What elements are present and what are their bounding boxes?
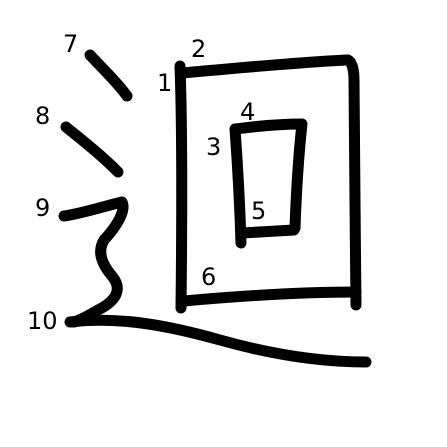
stroke-8 xyxy=(60,121,124,178)
stroke-number-7: 7 xyxy=(63,30,78,58)
stroke-4 xyxy=(230,118,308,234)
stroke-10 xyxy=(64,314,372,368)
stroke-number-2: 2 xyxy=(191,35,206,63)
stroke-number-8: 8 xyxy=(35,102,50,130)
stroke-number-3: 3 xyxy=(206,133,221,161)
stroke-6 xyxy=(178,286,362,307)
stroke-number-9: 9 xyxy=(35,194,50,222)
stroke-number-6: 6 xyxy=(201,263,216,291)
stroke-number-4: 4 xyxy=(240,98,255,126)
stroke-9 xyxy=(58,196,129,328)
stroke-number-5: 5 xyxy=(251,197,266,225)
stroke-3 xyxy=(229,123,247,249)
stroke-2 xyxy=(175,54,362,311)
stroke-5 xyxy=(236,224,300,239)
stroke-1 xyxy=(174,60,188,314)
stroke-number-1: 1 xyxy=(157,69,172,97)
stroke-number-10: 10 xyxy=(27,307,58,335)
stroke-7 xyxy=(84,49,133,102)
